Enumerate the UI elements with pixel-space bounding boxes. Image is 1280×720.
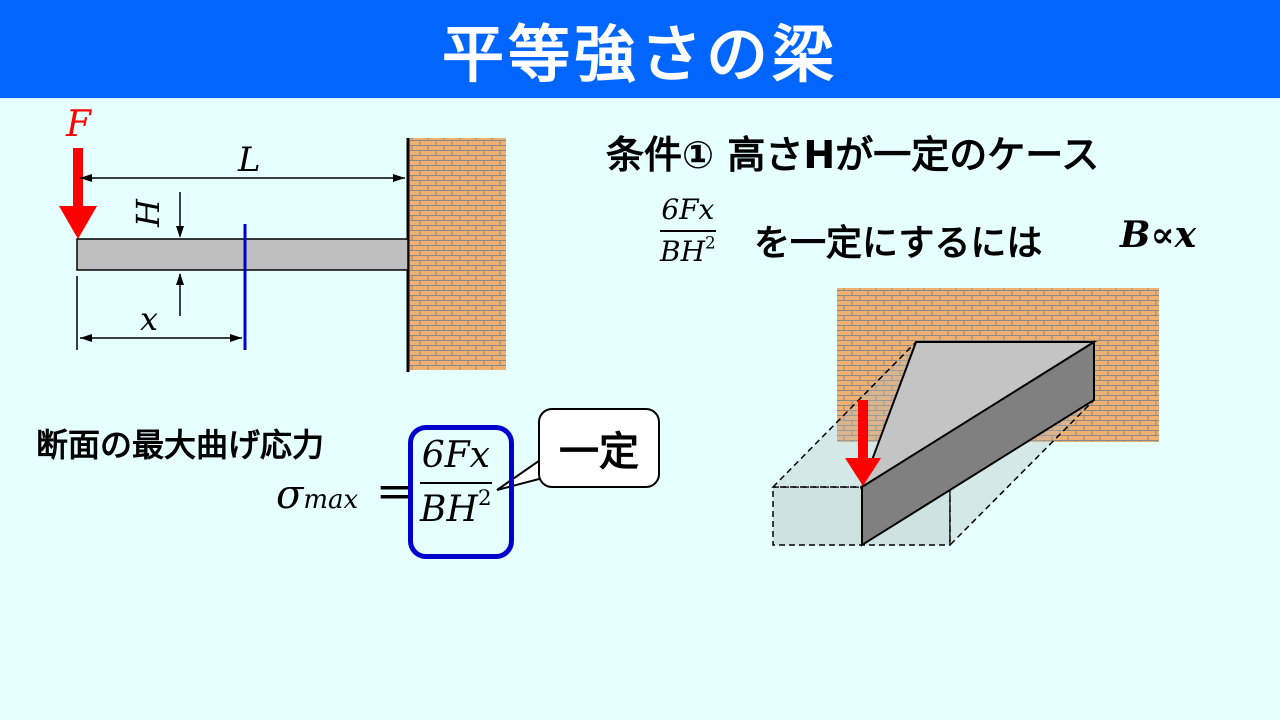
- dimension-H: [176, 192, 184, 316]
- height-label: H: [128, 199, 167, 227]
- condition-text: を一定にするには: [754, 223, 1043, 264]
- proportional-symbol: ∝: [1150, 214, 1175, 256]
- beam-side: [76, 238, 409, 271]
- force-arrow: [59, 148, 97, 239]
- stress-fraction-den: BH2: [420, 485, 492, 530]
- force-arrow-3d: [845, 400, 881, 486]
- dimension-L: [80, 174, 405, 182]
- equals-sign: =: [376, 466, 413, 517]
- sigma-subscript: max: [303, 485, 359, 515]
- sigma-max: σmax: [276, 472, 358, 518]
- condition-fraction: 6Fx BH2: [660, 196, 716, 266]
- force-label: F: [66, 104, 91, 145]
- callout-box: 一定: [538, 408, 660, 488]
- stress-fraction: 6Fx BH2: [420, 438, 492, 528]
- stress-fraction-num: 6Fx: [421, 435, 490, 476]
- proportional-right: x: [1174, 214, 1197, 256]
- dimension-x: [76, 276, 242, 350]
- length-label: L: [238, 140, 261, 180]
- position-label: x: [140, 300, 159, 338]
- tapered-beam: [860, 340, 1098, 547]
- condition-fraction-bar: [660, 230, 716, 232]
- callout-text: 一定: [559, 429, 639, 475]
- sigma-symbol: σ: [276, 472, 304, 518]
- stress-fraction-bar: [420, 482, 492, 484]
- proportional-left: B: [1120, 214, 1151, 256]
- page-title: 平等強さの梁: [441, 18, 838, 91]
- condition-fraction-den: BH2: [660, 232, 716, 268]
- condition-heading: 条件① 高さHが一定のケース: [606, 133, 1100, 177]
- stress-label: 断面の最大曲げ応力: [36, 426, 325, 464]
- title-bar: 平等強さの梁: [0, 0, 1280, 98]
- stress-formula-box: [408, 425, 514, 559]
- proportional-relation: B∝x: [1120, 214, 1196, 256]
- condition-fraction-num: 6Fx: [661, 193, 715, 226]
- wall-left: [408, 138, 506, 370]
